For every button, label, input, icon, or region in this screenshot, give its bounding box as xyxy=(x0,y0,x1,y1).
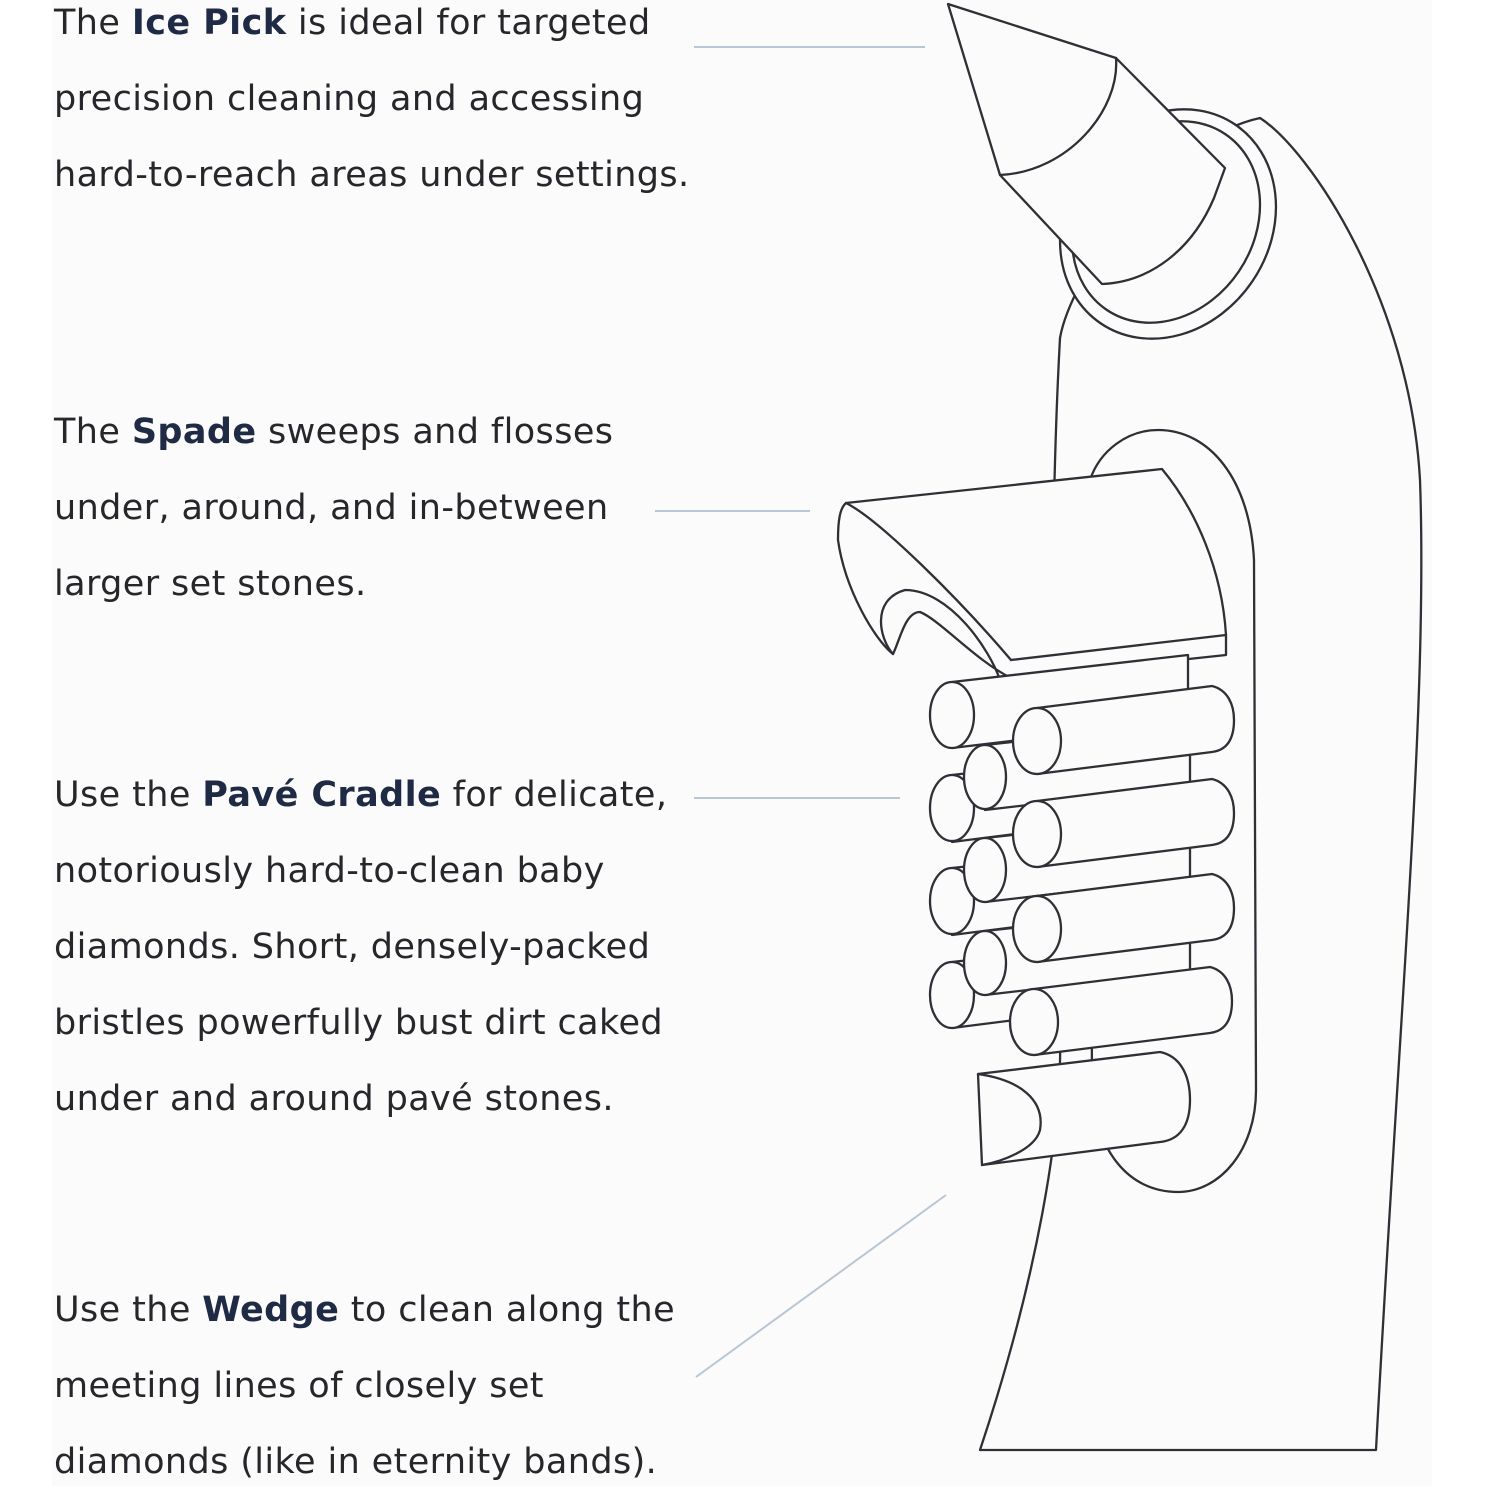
spade-head xyxy=(836,467,1228,680)
bristle-row-front-3 xyxy=(1011,872,1236,964)
pave-cradle-caption-lead: Use the xyxy=(54,775,203,815)
wedge-caption-line-2: meeting lines of closely set xyxy=(54,1366,544,1406)
spade-name: Spade xyxy=(131,412,257,452)
spade-caption-line-2: under, around, and in-between xyxy=(54,488,609,528)
pave-cradle-caption: Use the Pavé Cradle for delicate, notori… xyxy=(54,757,667,1137)
pave-cradle-name: Pavé Cradle xyxy=(202,775,442,815)
pave-cradle-caption-line-2: notoriously hard-to-clean baby xyxy=(54,851,605,891)
pave-cradle-caption-line-3: diamonds. Short, densely-packed xyxy=(54,927,651,967)
bristle-row-front-2 xyxy=(1011,777,1236,869)
ice-pick-caption-line-1: The Ice Pick is ideal for targeted xyxy=(54,0,690,61)
wedge-name: Wedge xyxy=(202,1290,340,1330)
ice-pick-caption: The Ice Pick is ideal for targeted preci… xyxy=(54,0,690,213)
ice-pick-tip xyxy=(946,2,1227,286)
bristle-row-front-4 xyxy=(1008,965,1234,1057)
ice-pick-name: Ice Pick xyxy=(131,3,287,43)
ice-pick-caption-lead: The xyxy=(54,3,132,43)
spade-caption-lead: The xyxy=(54,412,132,452)
pave-cradle-caption-line-5: under and around pavé stones. xyxy=(54,1079,614,1119)
spade-caption-tail: sweeps and flosses xyxy=(256,412,614,452)
pave-cradle-caption-line-1: Use the Pavé Cradle for delicate, xyxy=(54,757,667,833)
spade-caption-line-3: larger set stones. xyxy=(54,564,367,604)
spade-caption: The Spade sweeps and flosses under, arou… xyxy=(54,394,613,622)
ice-pick-caption-tail: is ideal for targeted xyxy=(286,3,651,43)
pave-cradle-caption-tail: for delicate, xyxy=(441,775,668,815)
wedge-bevel xyxy=(976,1072,1042,1167)
ice-pick-caption-line-3: hard-to-reach areas under settings. xyxy=(54,155,690,195)
bristle-row-front-1 xyxy=(1011,684,1236,776)
wedge-caption: Use the Wedge to clean along the meeting… xyxy=(54,1272,675,1500)
spade-inner-curl xyxy=(879,588,1002,682)
ice-pick-caption-line-2: precision cleaning and accessing xyxy=(54,79,645,119)
wedge-caption-line-1: Use the Wedge to clean along the xyxy=(54,1272,675,1348)
wedge-caption-lead: Use the xyxy=(54,1290,203,1330)
pave-cradle-bristles xyxy=(928,653,1236,1057)
ice-pick-cone-rim xyxy=(998,56,1118,177)
wedge-leader-line xyxy=(695,1194,947,1378)
pave-cradle-caption-line-4: bristles powerfully bust dirt caked xyxy=(54,1003,663,1043)
wedge-caption-line-3: diamonds (like in eternity bands). xyxy=(54,1442,658,1482)
spade-top-edge xyxy=(844,501,1013,662)
spade-front-edge xyxy=(1009,633,1228,662)
wedge-head xyxy=(976,1050,1192,1167)
spade-caption-line-1: The Spade sweeps and flosses xyxy=(54,394,613,470)
wedge-caption-tail: to clean along the xyxy=(339,1290,676,1330)
